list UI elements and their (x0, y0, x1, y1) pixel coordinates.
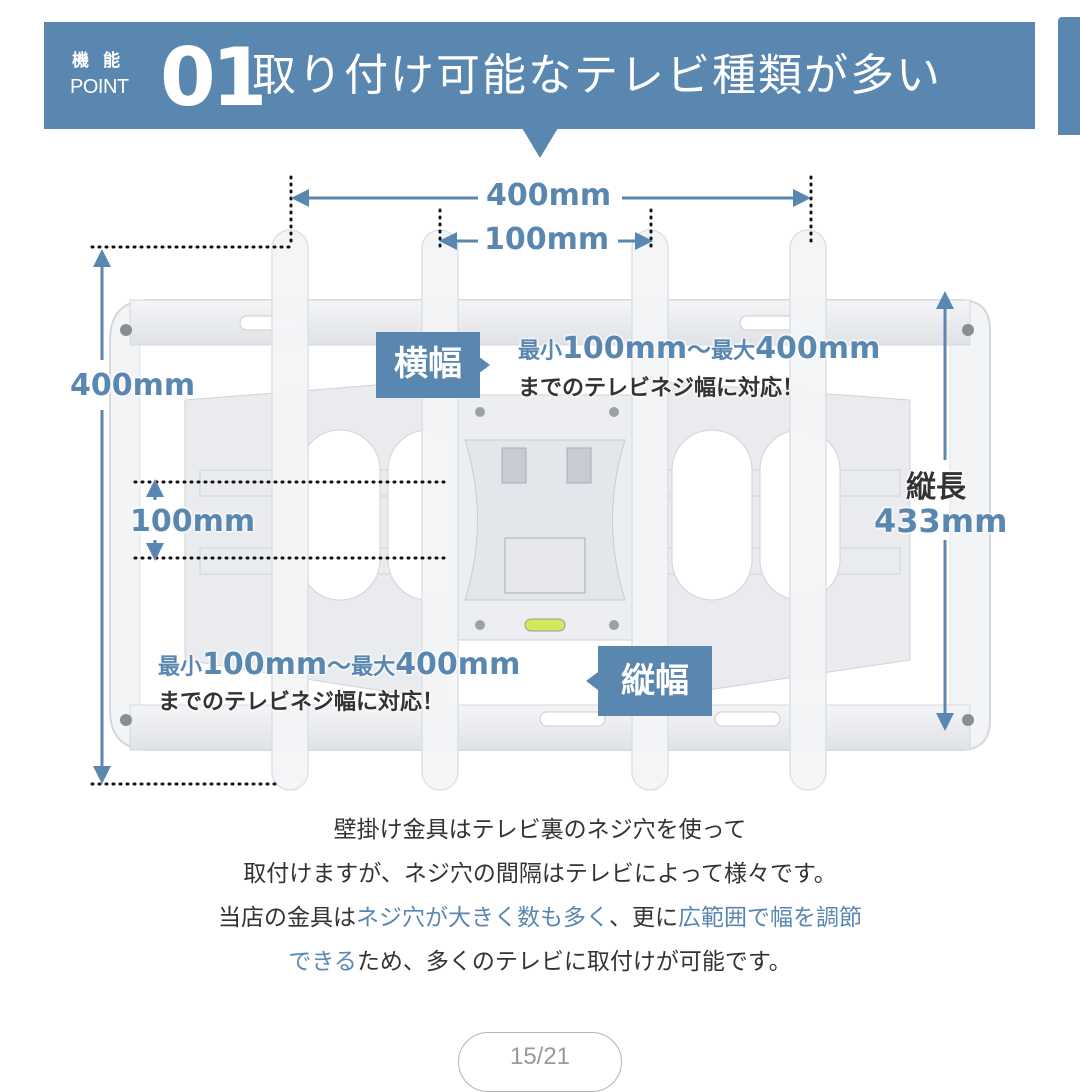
left-inner-dimension: 100mm (130, 504, 256, 539)
description: 壁掛け金具はテレビ裏のネジ穴を使って 取付けますが、ネジ穴の間隔はテレビによって… (0, 808, 1080, 984)
feature-label: 機能 (72, 51, 134, 70)
bubble-level (524, 618, 566, 632)
text-span: 、更に (609, 905, 678, 931)
range-min: 100mm (562, 331, 688, 366)
vertical-tag-pointer (586, 672, 598, 690)
height-label: 縦長 (906, 470, 966, 505)
dimension-arrows (93, 189, 954, 784)
banner-pointer (522, 128, 558, 158)
image-pager-indicator: 15/21 (458, 1032, 622, 1092)
highlight-span: できる (288, 949, 357, 975)
header-banner (44, 22, 1035, 129)
range-sep: 〜 (687, 336, 712, 364)
description-line: 取付けますが、ネジ穴の間隔はテレビによって様々です。 (243, 861, 837, 887)
range-min: 100mm (202, 647, 328, 682)
horizontal-range: 最小100mm〜最大400mm (518, 330, 880, 366)
horizontal-width-tag: 横幅 (376, 332, 480, 398)
dimension-guides (90, 175, 813, 786)
highlight-span: 広範囲で幅を調節 (678, 905, 862, 931)
top-outer-dimension: 400mm (486, 178, 612, 213)
range-max: 400mm (755, 331, 881, 366)
next-slide-peek[interactable] (1058, 17, 1080, 135)
text-span: ため、多くのテレビに取付けが可能です。 (356, 949, 792, 975)
point-number: 01 (160, 31, 267, 124)
range-prefix: 最小 (158, 655, 203, 680)
range-prefix: 最大 (711, 339, 756, 364)
vertical-note: までのテレビネジ幅に対応！ (158, 690, 445, 715)
point-label: POINT (70, 76, 129, 98)
description-line: 当店の金具はネジ穴が大きく数も多く、更に広範囲で幅を調節 (0, 896, 1080, 940)
center-mount-plate (454, 394, 636, 641)
text-span: 当店の金具は (218, 905, 356, 931)
range-prefix: 最小 (518, 339, 563, 364)
horizontal-note: までのテレビネジ幅に対応！ (518, 376, 805, 401)
description-line: できるため、多くのテレビに取付けが可能です。 (0, 940, 1080, 984)
description-line: 壁掛け金具はテレビ裏のネジ穴を使って (333, 817, 747, 843)
height-value: 433mm (874, 502, 1008, 540)
horizontal-tag-pointer (478, 356, 490, 374)
highlight-span: ネジ穴が大きく数も多く (356, 905, 609, 931)
left-outer-dimension: 400mm (70, 368, 196, 403)
vertical-width-tag: 縦幅 (598, 646, 712, 716)
range-max: 400mm (395, 647, 521, 682)
range-sep: 〜 (327, 652, 352, 680)
page-title: 取り付け可能なテレビ種類が多い (252, 50, 942, 101)
vertical-range: 最小100mm〜最大400mm (158, 646, 520, 682)
top-inner-dimension: 100mm (484, 222, 610, 257)
range-prefix: 最大 (351, 655, 396, 680)
